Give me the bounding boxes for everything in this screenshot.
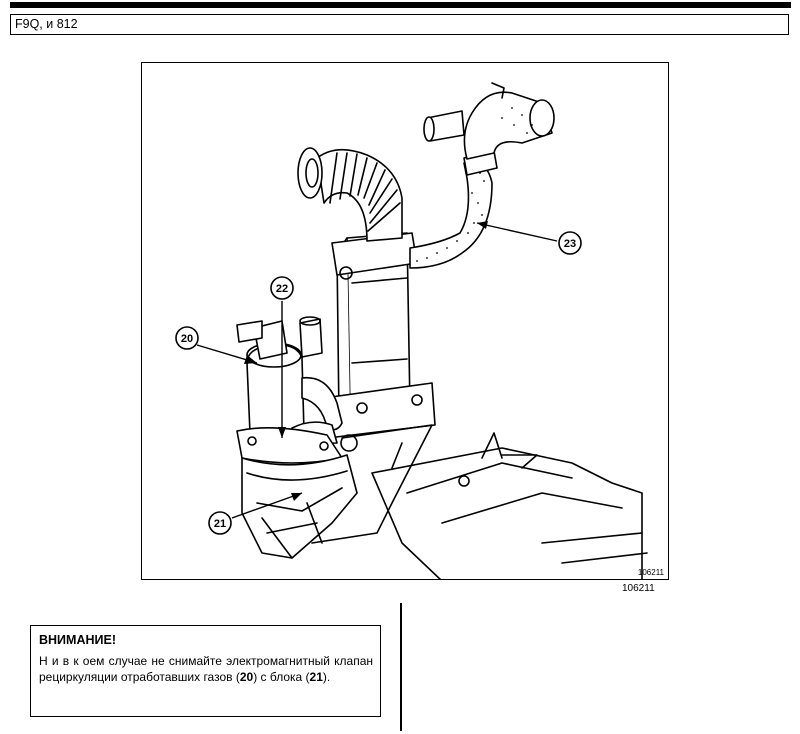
warning-text: Н и в к оем случае не снимайте электрома… — [39, 653, 373, 685]
callout-22: 22 — [276, 283, 288, 295]
warning-box: ВНИМАНИЕ! Н и в к оем случае не снимайте… — [30, 625, 381, 717]
figure-number-inner: 106211 — [637, 568, 664, 577]
engine-code-label: F9Q, и 812 — [15, 17, 78, 31]
column-divider — [400, 603, 402, 731]
warning-text-part1: Н и в к оем случае не снимайте электрома… — [39, 654, 373, 684]
callout-20: 20 — [181, 333, 193, 345]
egr-illustration: 20 21 22 23 106211 — [141, 62, 669, 580]
warning-ref-valve: 20 — [239, 670, 254, 684]
warning-text-part2: ) с блока ( — [253, 670, 310, 684]
callout-23: 23 — [564, 238, 576, 250]
figure-number: 106211 — [622, 583, 655, 594]
warning-ref-block: 21 — [309, 670, 323, 684]
egr-line-drawing: 20 21 22 23 — [175, 82, 648, 579]
page-header: F9Q, и 812 — [10, 14, 789, 35]
callout-21: 21 — [214, 518, 226, 530]
top-rule — [10, 2, 791, 8]
warning-text-part3: ). — [322, 670, 331, 684]
warning-title: ВНИМАНИЕ! — [39, 633, 116, 647]
